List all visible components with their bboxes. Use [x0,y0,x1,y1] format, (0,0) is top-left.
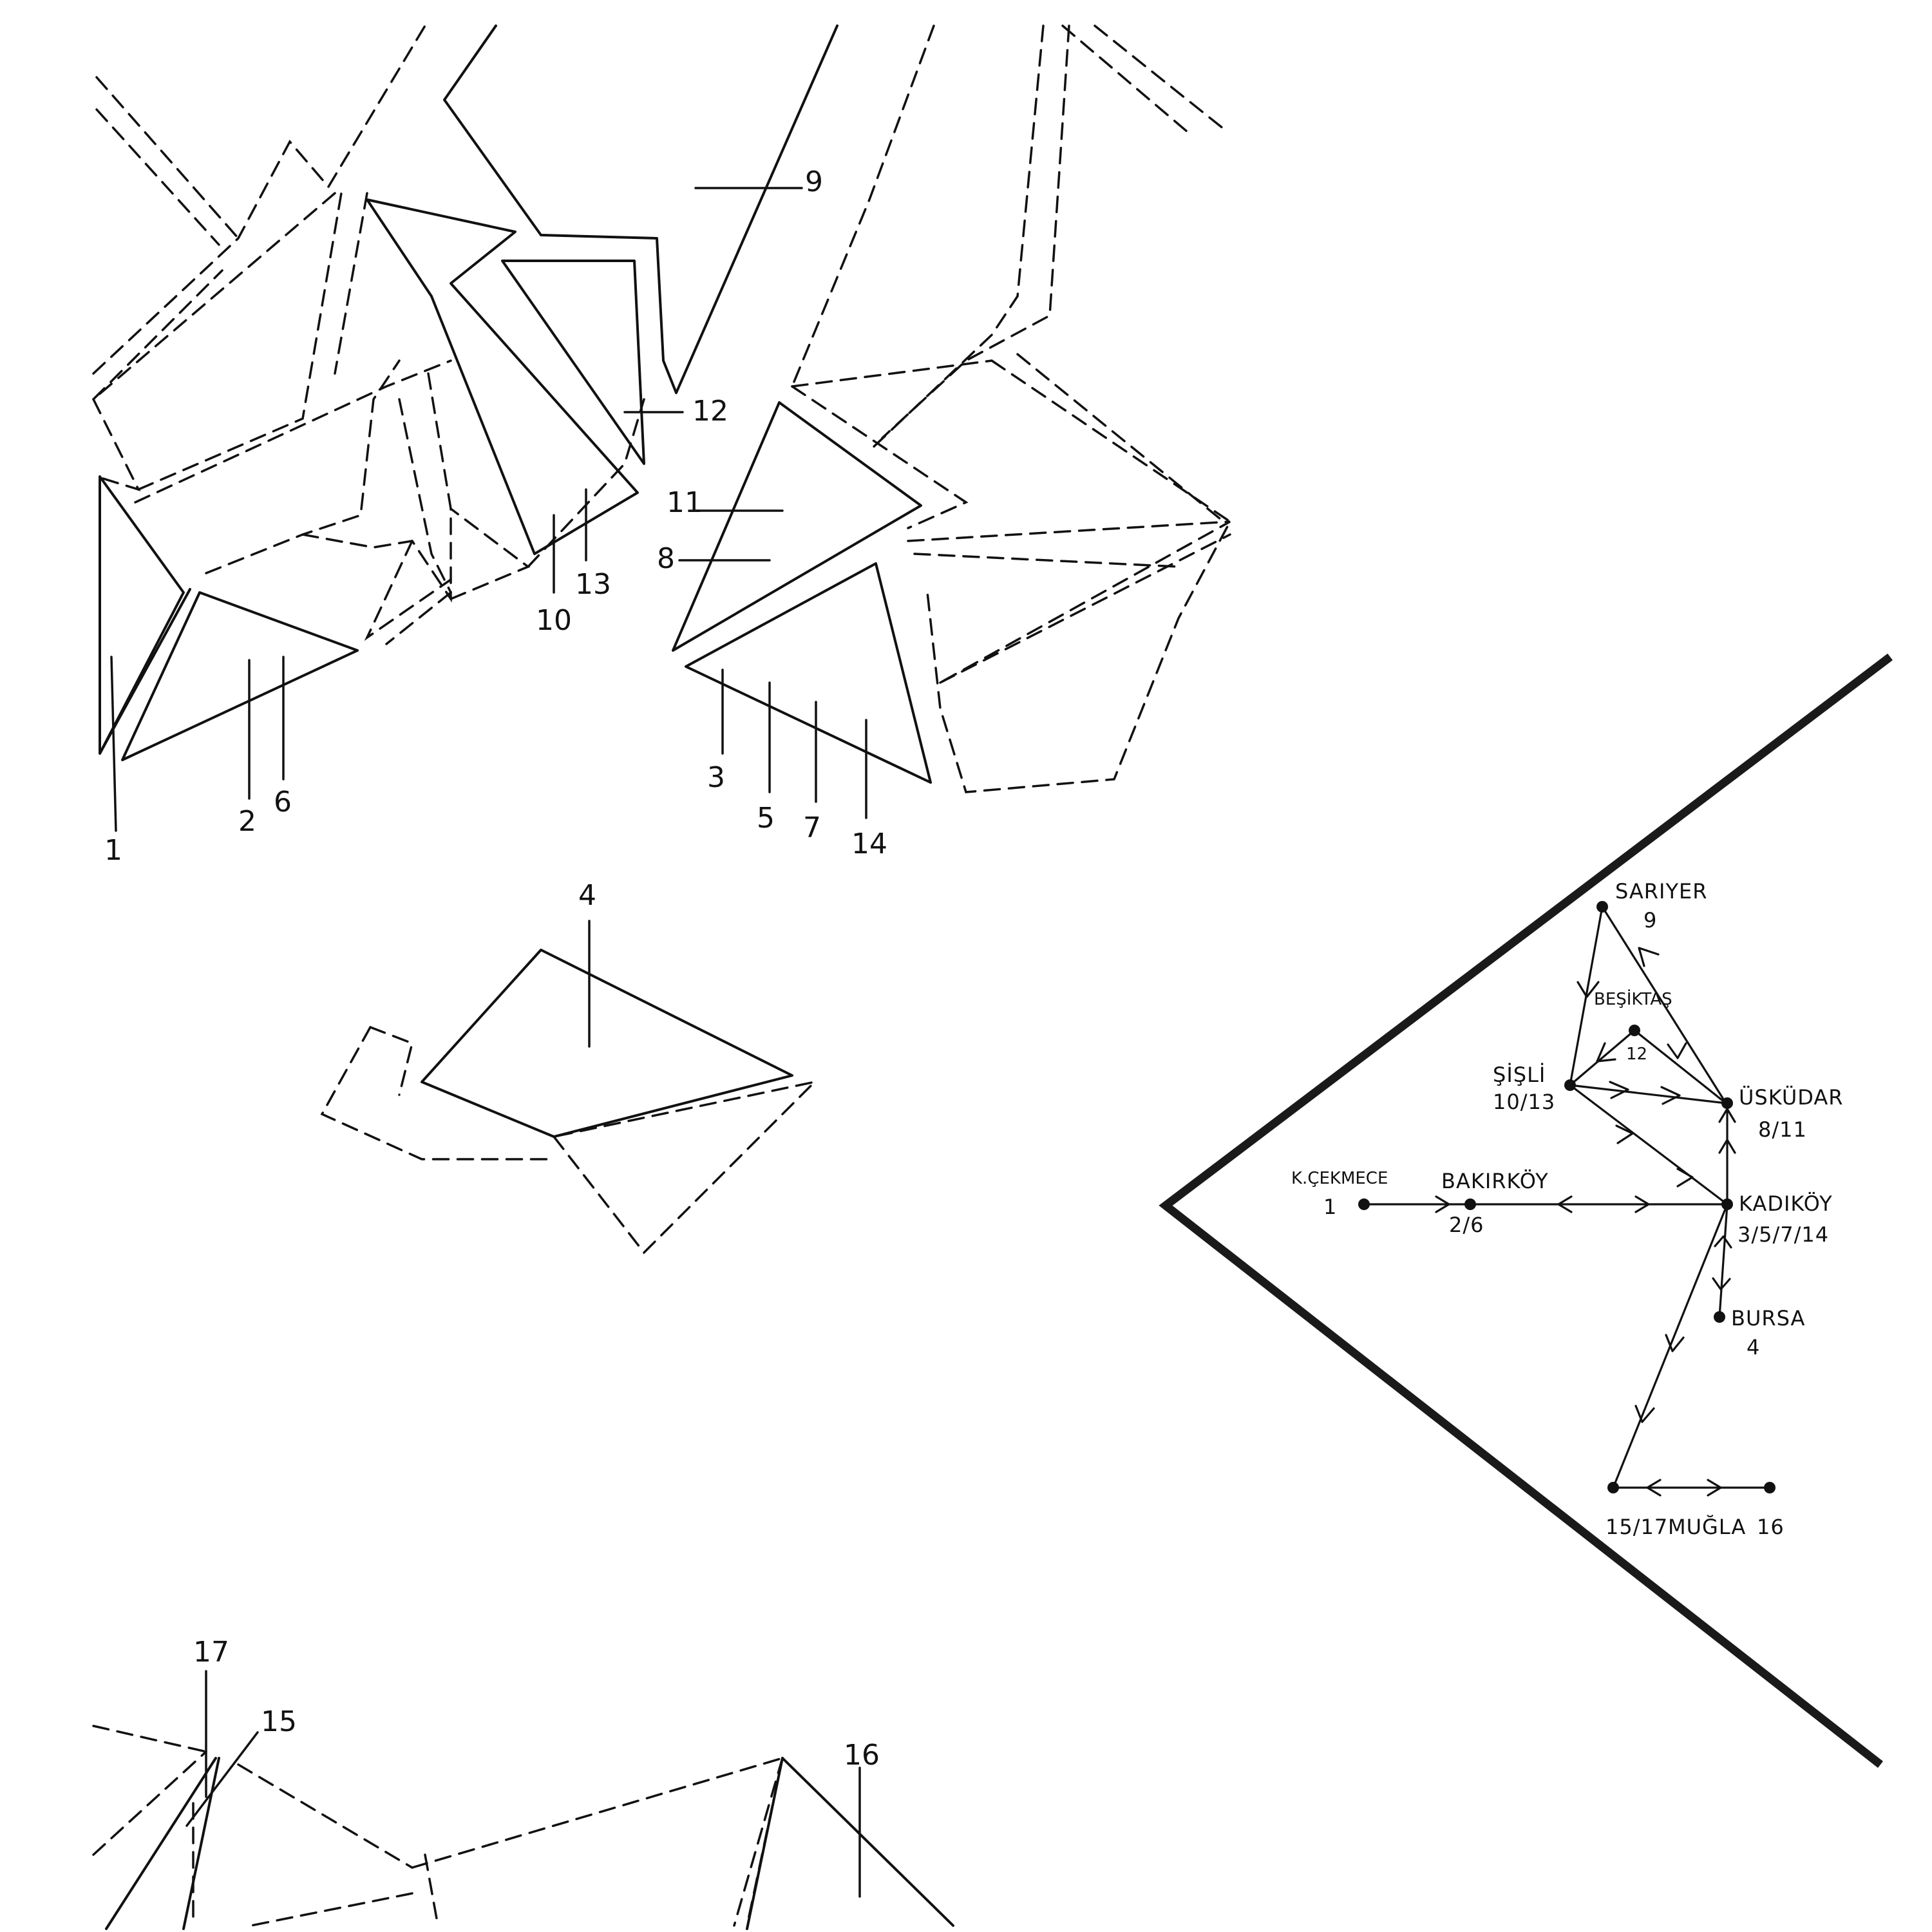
fragment-label-6: 6 [274,656,292,819]
fragment-label-4: 4 [578,879,596,1048]
node-uskudar [1721,1097,1733,1109]
dashed-outlines-bottom [92,1725,784,1927]
solid-fragments-bottom [105,1757,954,1930]
fragment-3-shape [685,562,932,784]
node-kadikoy [1721,1198,1733,1210]
label-10: 10 [536,604,572,637]
label-6: 6 [274,786,292,819]
fragment-label-9: 9 [694,166,823,198]
node-mugla-a [1607,1482,1619,1493]
node-label-uskudar: ÜSKÜDAR [1739,1085,1843,1110]
label-5: 5 [757,802,775,835]
node-label-sariyer: SARIYER [1615,879,1707,904]
node-ids-sariyer: 9 [1643,908,1657,933]
node-label-kadikoy: KADIKÖY [1739,1191,1833,1216]
node-ids-mugla-b: 16 [1757,1515,1785,1539]
fragment-12-shape [443,24,838,394]
label-17: 17 [193,1636,229,1669]
fragment-label-15: 15 [185,1705,297,1827]
node-ids-mugla-a: 15/17 [1605,1515,1668,1539]
fragment-label-12: 12 [623,395,728,428]
fragment-10-shape [366,198,639,555]
node-label-sisli: ŞİŞLİ [1493,1063,1546,1087]
fragment-label-11: 11 [667,486,784,519]
node-ids-uskudar: 8/11 [1758,1117,1807,1142]
fragment-labels: 1 2 6 3 5 7 14 8 11 9 12 10 13 4 17 15 1… [104,166,887,1898]
fragment-label-7: 7 [803,701,821,844]
fragment-label-17: 17 [193,1636,229,1798]
dashed-outlines-mid [320,1026,819,1255]
fragment-label-3: 3 [707,668,725,794]
fragment-label-13: 13 [575,488,611,601]
fragment-label-14: 14 [851,719,887,860]
node-label-besiktas: BEŞİKTAŞ [1594,989,1672,1009]
fragment-label-1: 1 [104,656,122,867]
node-besiktas [1629,1025,1640,1036]
fragment-1-2-gap [99,588,191,755]
node-bakirkoy [1464,1198,1476,1210]
label-7: 7 [803,811,821,844]
fragment-1-shape [99,475,185,755]
label-4: 4 [578,879,596,912]
fragment-11-shape [672,401,922,652]
label-3: 3 [707,761,725,794]
solid-fragments-top [99,24,932,1138]
network-edges [1364,906,1770,1497]
node-label-mugla: MUĞLA [1668,1514,1746,1539]
fragment-label-8: 8 [657,542,771,575]
fragment-2-shape [121,591,359,761]
node-ids-kadikoy: 3/5/7/14 [1738,1222,1829,1247]
label-13: 13 [575,568,611,601]
label-16: 16 [844,1739,880,1772]
fragment-label-2: 2 [238,659,256,838]
label-2: 2 [238,805,256,838]
fragment-label-10: 10 [536,514,572,637]
node-mugla-b [1764,1482,1776,1493]
node-ids-besiktas: 12 [1626,1045,1647,1064]
node-label-bursa: BURSA [1731,1306,1805,1331]
node-label-kcekmece: K.ÇEKMECE [1291,1169,1388,1188]
network-nodes [1358,901,1776,1493]
node-kcekmece [1358,1198,1370,1210]
node-sariyer [1596,901,1608,913]
label-8: 8 [657,542,675,575]
node-ids-bakirkoy: 2/6 [1449,1213,1484,1237]
node-ids-kcekmece: 1 [1323,1195,1337,1219]
fragment-13-shape [501,260,645,465]
label-1: 1 [104,834,122,867]
fragment-label-5: 5 [757,681,775,835]
node-label-bakirkoy: BAKIRKÖY [1441,1169,1549,1193]
label-15: 15 [261,1705,297,1738]
node-ids-bursa: 4 [1747,1335,1760,1359]
fragment-label-16: 16 [844,1739,880,1898]
node-sisli [1564,1079,1576,1091]
label-11: 11 [667,486,703,519]
label-9: 9 [805,166,823,198]
node-bursa [1714,1311,1725,1323]
network-inset: SARIYER 9 BEŞİKTAŞ 12 ŞİŞLİ 10/13 ÜSKÜDA… [1159,653,1893,1768]
label-12: 12 [692,395,728,428]
network-labels: SARIYER 9 BEŞİKTAŞ 12 ŞİŞLİ 10/13 ÜSKÜDA… [1291,879,1843,1539]
node-ids-sisli: 10/13 [1493,1090,1555,1114]
fragment-4-shape [421,949,793,1138]
label-14: 14 [851,828,887,860]
inset-border [1159,653,1893,1768]
dashed-outlines-top [92,24,1232,793]
